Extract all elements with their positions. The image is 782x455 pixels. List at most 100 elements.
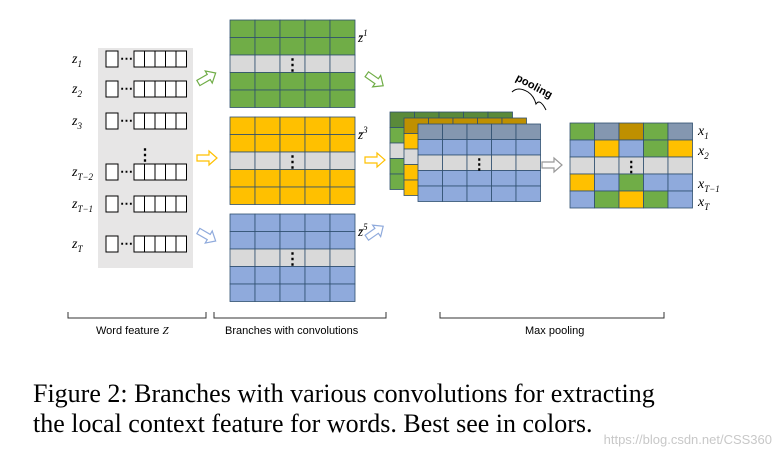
grid-cell [594, 122, 620, 141]
stacked-feature-maps: ⋮ [389, 111, 541, 202]
word-cell [175, 235, 187, 253]
branch-grid: ⋮ [229, 19, 356, 108]
output-vdots: ⋮ [624, 159, 639, 176]
grid-cell [279, 231, 306, 250]
output-cells: ⋮ [569, 122, 693, 209]
grid-cell [491, 139, 517, 156]
grid-cell [279, 134, 306, 153]
section-brackets [67, 312, 665, 319]
grid-cell [618, 139, 644, 158]
grid-cell [618, 122, 644, 141]
grid-cell [304, 266, 331, 285]
grid-cell [304, 19, 331, 38]
grid-cell [254, 151, 281, 170]
grid-cell [304, 89, 331, 108]
output-label: x2 [697, 144, 709, 161]
word-cell [144, 112, 156, 130]
grid-cell [442, 170, 468, 187]
word-cell [175, 195, 187, 213]
grid-cell [254, 186, 281, 205]
word-cell [154, 163, 166, 181]
grid-cell [667, 122, 693, 141]
grid-cell [329, 89, 356, 108]
branch-vdots: ⋮ [285, 154, 301, 171]
grid-cell [229, 37, 256, 56]
grid-cell [329, 72, 356, 91]
grid-cell [417, 154, 443, 171]
grid-cell [417, 123, 443, 140]
grid-cell [229, 248, 256, 267]
word-row: z1⋯ [71, 50, 187, 69]
grid-cell [667, 190, 693, 209]
grid-cell [491, 170, 517, 187]
grid-cell [254, 266, 281, 285]
word-cell [144, 80, 156, 98]
output-label: xT [697, 195, 710, 212]
arrow-shape [196, 149, 218, 167]
word-row-dots: ⋯ [120, 196, 133, 211]
word-cell [154, 50, 166, 68]
pooling-label: pooling [514, 72, 555, 101]
grid-cell [254, 134, 281, 153]
grid-cell [254, 19, 281, 38]
grid-cell [229, 266, 256, 285]
word-cell-first [105, 163, 119, 181]
output-label: xT−1 [697, 177, 720, 194]
grid-cell [329, 19, 356, 38]
grid-cell [229, 72, 256, 91]
grid-cell [254, 169, 281, 188]
word-cell [175, 50, 187, 68]
grid-cell [229, 231, 256, 250]
arrow-shape [364, 224, 384, 242]
branch-label: z̄3 [357, 125, 368, 142]
grid-cell [304, 283, 331, 302]
watermark: https://blog.csdn.net/CSS360 [604, 432, 772, 447]
convolution-branches: ⋮z̄1⋮z̄3⋮z̄5 [229, 19, 368, 302]
grid-cell [594, 156, 620, 175]
pooling-annotation: pooling [511, 72, 555, 111]
arrow-blue-out [364, 224, 384, 242]
grid-cell [442, 139, 468, 156]
word-cell [165, 235, 177, 253]
word-row-label: zT [71, 237, 83, 254]
grid-cell [229, 54, 256, 73]
grid-cell [279, 72, 306, 91]
output-grid: ⋮ [569, 122, 693, 209]
grid-cell [329, 116, 356, 135]
word-row-dots: ⋯ [120, 164, 133, 179]
word-cell [154, 112, 166, 130]
word-cell [144, 163, 156, 181]
grid-cell [279, 213, 306, 232]
section-label-max-pooling: Max pooling [525, 325, 584, 337]
grid-cell [643, 156, 669, 175]
grid-cell [569, 156, 595, 175]
grid-cell [594, 190, 620, 209]
branch-vdots: ⋮ [285, 57, 301, 74]
word-cell [144, 50, 156, 68]
word-row-label: z1 [71, 52, 82, 69]
word-cell-first [105, 50, 119, 68]
word-cell [133, 80, 145, 98]
word-cell [133, 235, 145, 253]
grid-cell [279, 19, 306, 38]
grid-cell [442, 185, 468, 202]
grid-cell [466, 185, 492, 202]
grid-cell [304, 151, 331, 170]
branch-vdots: ⋮ [285, 251, 301, 268]
grid-cell [229, 283, 256, 302]
arrow-green-out [364, 70, 384, 88]
grid-cell [667, 156, 693, 175]
word-cell [133, 112, 145, 130]
grid-cell [417, 139, 443, 156]
word-cell [133, 50, 145, 68]
grid-cell [667, 173, 693, 192]
grid-cell [279, 116, 306, 135]
grid-cell [515, 123, 541, 140]
grid-cell [594, 173, 620, 192]
grid-cell [229, 134, 256, 153]
grid-cell [254, 283, 281, 302]
word-cell [175, 112, 187, 130]
grid-cell [329, 231, 356, 250]
grid-cell [594, 139, 620, 158]
grid-cell [279, 89, 306, 108]
